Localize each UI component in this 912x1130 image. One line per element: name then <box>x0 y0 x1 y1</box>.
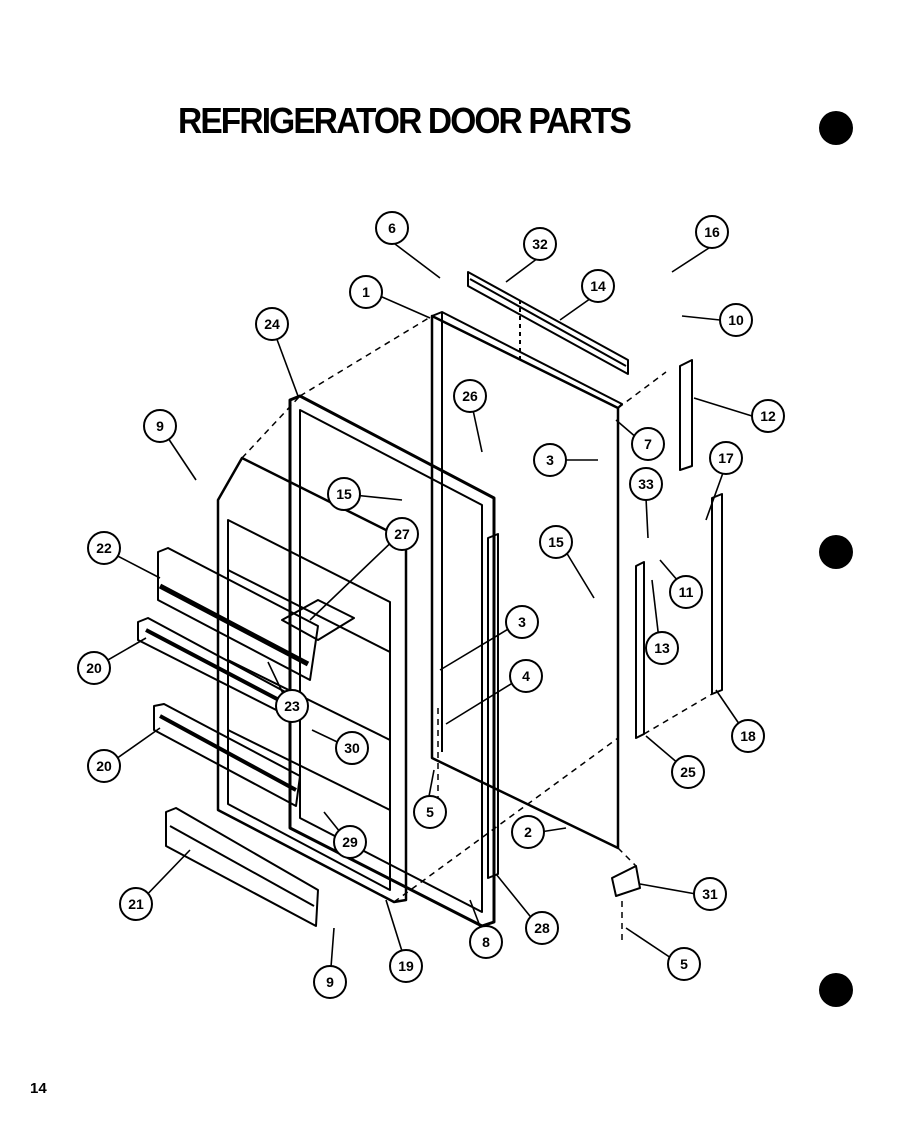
callout-17: 17 <box>709 441 743 475</box>
alignment-lines <box>241 315 713 940</box>
svg-text:15: 15 <box>548 534 564 550</box>
svg-text:3: 3 <box>518 614 526 630</box>
svg-text:28: 28 <box>534 920 550 936</box>
svg-text:26: 26 <box>462 388 478 404</box>
svg-text:20: 20 <box>86 660 102 676</box>
callout-9-left: 9 <box>143 409 177 443</box>
svg-text:10: 10 <box>728 312 744 328</box>
svg-text:17: 17 <box>718 450 734 466</box>
svg-text:1: 1 <box>362 284 370 300</box>
svg-text:18: 18 <box>740 728 756 744</box>
svg-text:6: 6 <box>388 220 396 236</box>
callout-23: 23 <box>275 689 309 723</box>
callout-26: 26 <box>453 379 487 413</box>
svg-text:3: 3 <box>546 452 554 468</box>
svg-text:9: 9 <box>326 974 334 990</box>
callout-14: 14 <box>581 269 615 303</box>
callout-3-upper: 3 <box>533 443 567 477</box>
callout-6: 6 <box>375 211 409 245</box>
svg-text:21: 21 <box>128 896 144 912</box>
svg-text:20: 20 <box>96 758 112 774</box>
callout-22: 22 <box>87 531 121 565</box>
callout-5-right: 5 <box>667 947 701 981</box>
callout-8: 8 <box>469 925 503 959</box>
callout-13: 13 <box>645 631 679 665</box>
svg-text:8: 8 <box>482 934 490 950</box>
svg-text:14: 14 <box>590 278 606 294</box>
callout-5-left: 5 <box>413 795 447 829</box>
callout-15-right: 15 <box>539 525 573 559</box>
trim-strip-18 <box>711 493 723 695</box>
callout-3-lower: 3 <box>505 605 539 639</box>
binder-hole-middle <box>819 535 853 569</box>
svg-text:11: 11 <box>679 584 694 600</box>
svg-text:29: 29 <box>342 834 358 850</box>
callout-20-lower: 20 <box>87 749 121 783</box>
svg-text:24: 24 <box>264 316 280 332</box>
page-title: REFRIGERATOR DOOR PARTS <box>178 100 632 141</box>
callout-33: 33 <box>629 467 663 501</box>
binder-hole-bottom <box>819 973 853 1007</box>
callout-25: 25 <box>671 755 705 789</box>
gasket-strip-28 <box>487 533 499 879</box>
callout-29: 29 <box>333 825 367 859</box>
svg-text:30: 30 <box>344 740 360 756</box>
door-gasket <box>288 394 496 928</box>
callout-10: 10 <box>719 303 753 337</box>
callout-19: 19 <box>389 949 423 983</box>
handle-12 <box>679 359 693 471</box>
svg-text:5: 5 <box>426 804 434 820</box>
svg-text:12: 12 <box>760 408 776 424</box>
door-top-trim <box>467 271 629 375</box>
callout-4: 4 <box>509 659 543 693</box>
svg-text:27: 27 <box>394 526 410 542</box>
callout-28: 28 <box>525 911 559 945</box>
callout-27: 27 <box>385 517 419 551</box>
svg-text:31: 31 <box>702 886 718 902</box>
callout-31: 31 <box>693 877 727 911</box>
door-bin-21 <box>165 807 319 927</box>
callout-18: 18 <box>731 719 765 753</box>
svg-text:16: 16 <box>704 224 720 240</box>
callout-9-bottom: 9 <box>313 965 347 999</box>
svg-text:5: 5 <box>680 956 688 972</box>
hinge-rail-13 <box>635 561 645 739</box>
svg-text:19: 19 <box>398 958 414 974</box>
svg-text:9: 9 <box>156 418 164 434</box>
binder-hole-top <box>819 111 853 145</box>
svg-text:32: 32 <box>532 236 548 252</box>
svg-text:13: 13 <box>654 640 670 656</box>
callout-16: 16 <box>695 215 729 249</box>
callout-11: 11 <box>669 575 703 609</box>
door-shelf-20-lower <box>153 703 301 807</box>
callout-32: 32 <box>523 227 557 261</box>
callout-2: 2 <box>511 815 545 849</box>
callout-21: 21 <box>119 887 153 921</box>
callout-15-left: 15 <box>327 477 361 511</box>
svg-text:23: 23 <box>284 698 300 714</box>
callout-1: 1 <box>349 275 383 309</box>
svg-text:25: 25 <box>680 764 696 780</box>
callout-20-upper: 20 <box>77 651 111 685</box>
hinge-31 <box>611 865 641 897</box>
door-shelf-22 <box>157 547 319 681</box>
leader-lines <box>93 243 753 981</box>
callout-30: 30 <box>335 731 369 765</box>
door-inner-liner <box>216 456 408 904</box>
callout-group: 1 2 3 3 4 5 5 6 7 8 9 9 10 11 12 13 14 1… <box>77 211 785 999</box>
svg-text:2: 2 <box>524 824 532 840</box>
svg-text:33: 33 <box>638 476 654 492</box>
svg-text:4: 4 <box>522 668 530 684</box>
svg-text:22: 22 <box>96 540 112 556</box>
callout-7: 7 <box>631 427 665 461</box>
callout-12: 12 <box>751 399 785 433</box>
svg-text:15: 15 <box>336 486 352 502</box>
callout-24: 24 <box>255 307 289 341</box>
svg-text:7: 7 <box>644 436 652 452</box>
page-number: 14 <box>30 1080 47 1097</box>
